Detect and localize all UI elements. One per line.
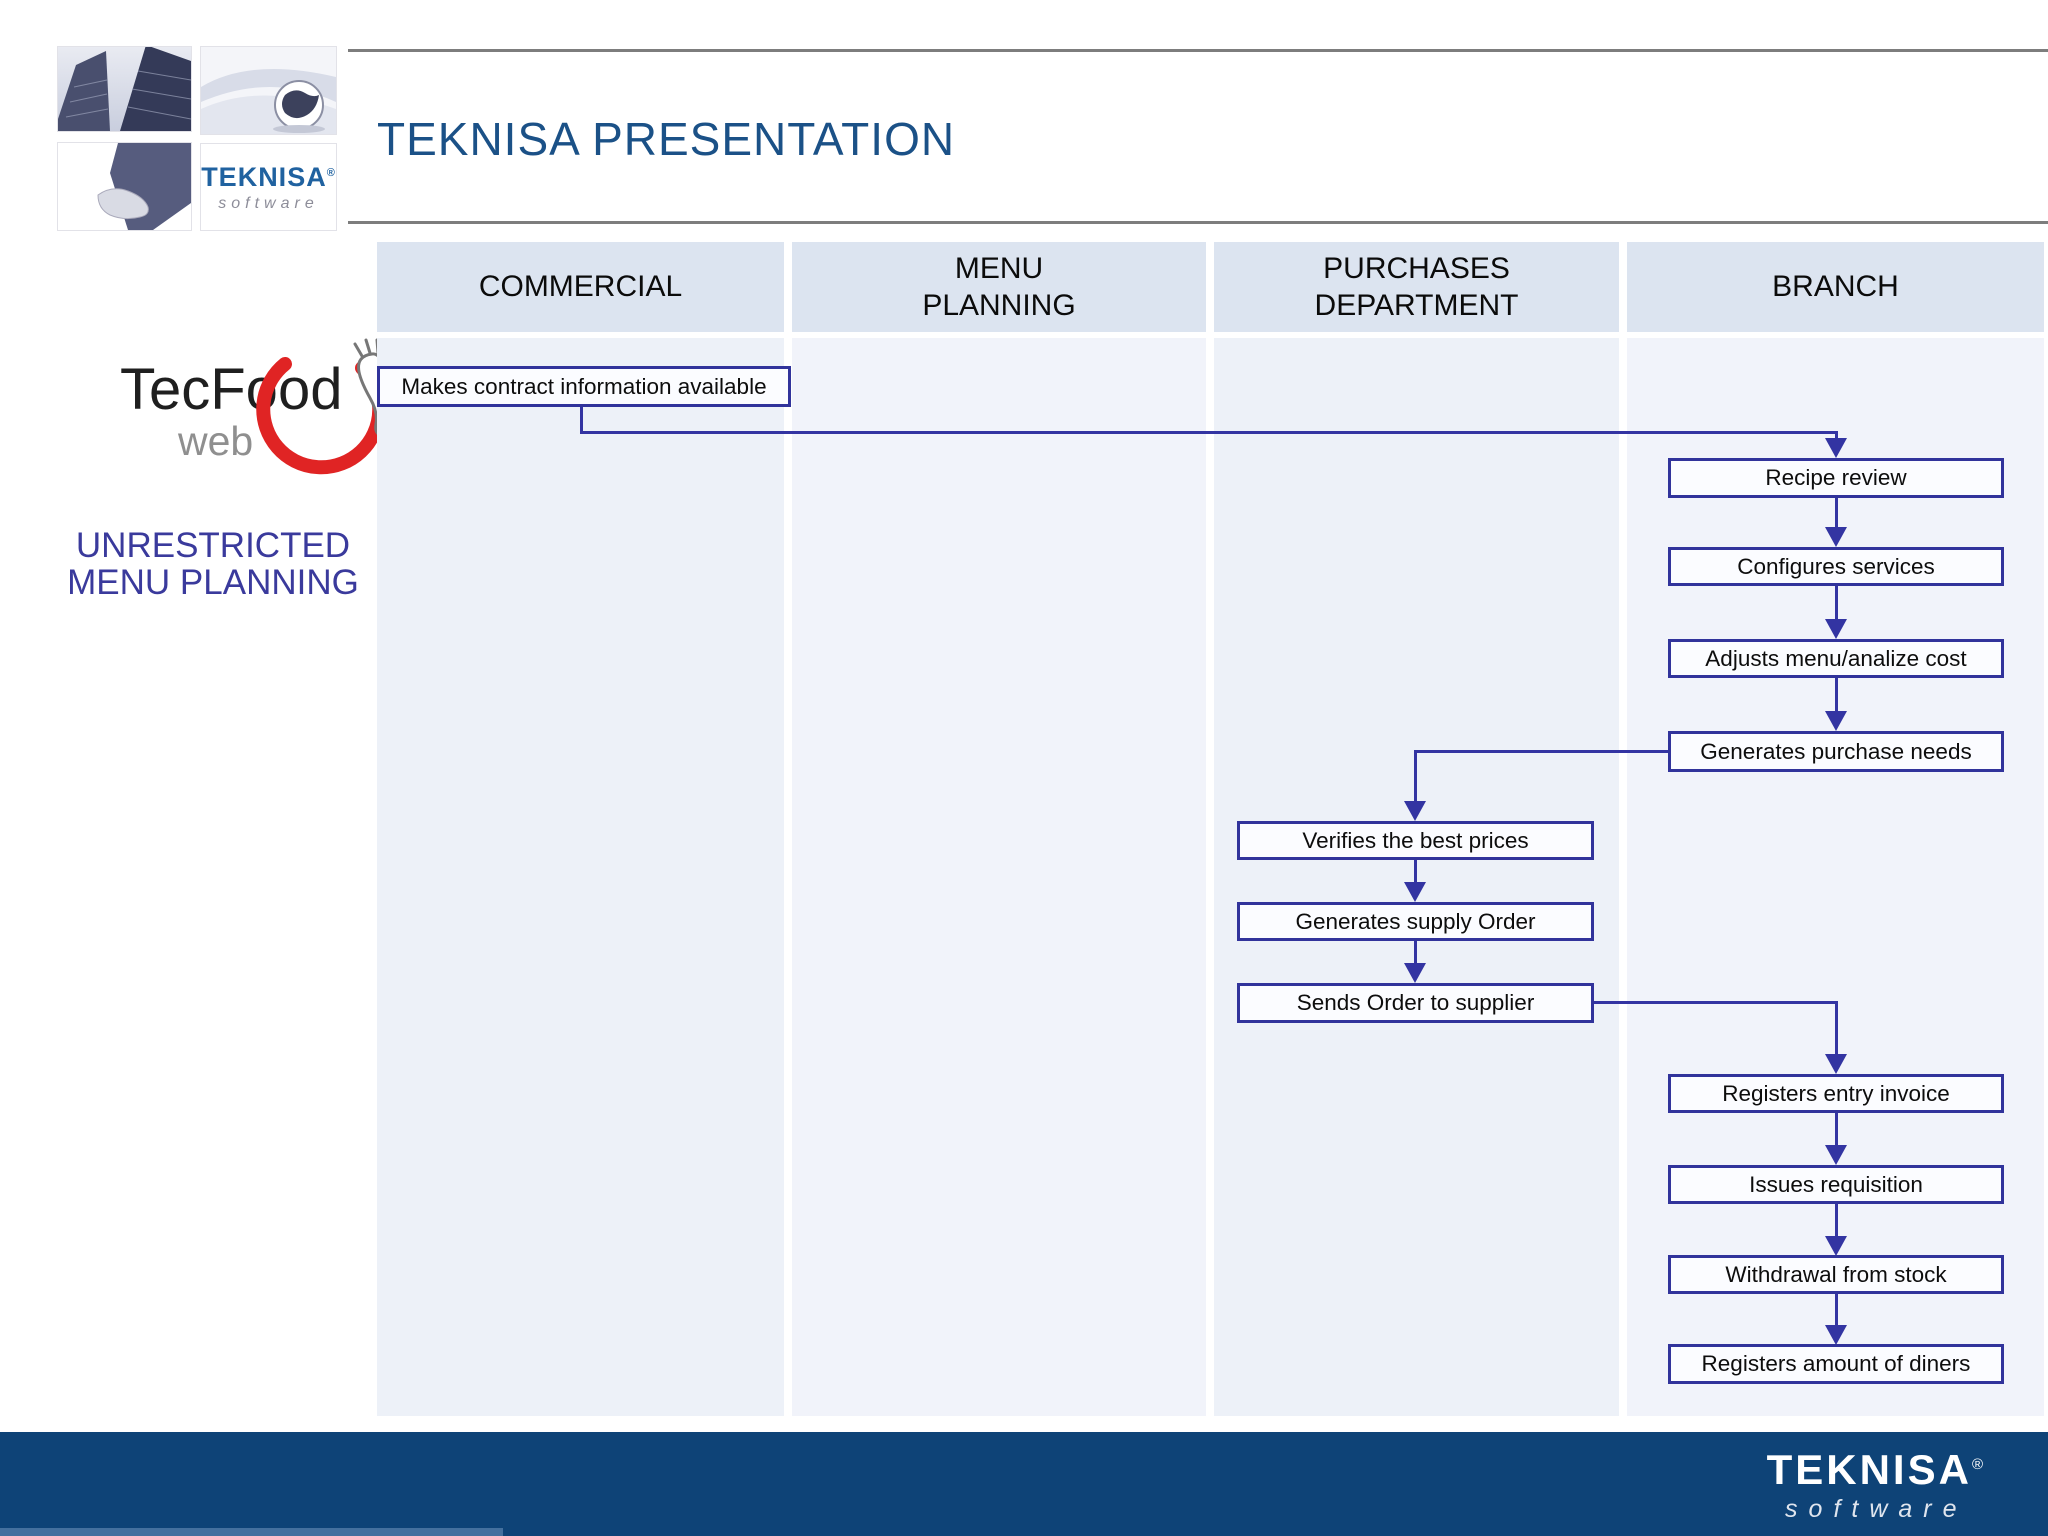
- flow-node-withdrawal-stock: Withdrawal from stock: [1668, 1255, 2004, 1294]
- connector-line: [1835, 678, 1838, 711]
- lane-header-label: BRANCH: [1772, 270, 1899, 304]
- flow-node-generates-supply: Generates supply Order: [1237, 902, 1594, 941]
- flow-node-generates-needs: Generates purchase needs: [1668, 731, 2004, 772]
- arrow-down-icon: [1825, 711, 1847, 731]
- page-title: TEKNISA PRESENTATION: [377, 113, 956, 165]
- footer-logo-name: TEKNISA: [1766, 1446, 1972, 1493]
- connector-line: [1835, 1294, 1838, 1325]
- teknisa-footer-logo: TEKNISA® software: [1767, 1446, 1986, 1524]
- connector-line: [1414, 860, 1417, 882]
- footer-bar: [0, 1432, 2048, 1536]
- lane-body-menu-planning: [792, 338, 1206, 1416]
- teknisa-logo-name: TEKNISA: [201, 161, 327, 192]
- lane-header-commercial: COMMERCIAL: [377, 242, 784, 332]
- flow-node-configures-services: Configures services: [1668, 547, 2004, 586]
- footer-logo-tagline: software: [1785, 1495, 1968, 1523]
- lane-header-purchases-department: PURCHASES DEPARTMENT: [1214, 242, 1619, 332]
- registered-mark: ®: [1971, 1456, 1986, 1473]
- connector-line: [1835, 1001, 1838, 1054]
- arrow-down-icon: [1825, 1236, 1847, 1256]
- arrow-down-icon: [1825, 1145, 1847, 1165]
- connector-line: [1835, 1204, 1838, 1236]
- arrow-down-icon: [1825, 1054, 1847, 1074]
- title-underline-rule: [348, 221, 2048, 224]
- registered-mark: ®: [326, 166, 336, 179]
- flow-node-registers-diners: Registers amount of diners: [1668, 1344, 2004, 1384]
- footer-accent-strip: [0, 1528, 503, 1536]
- flow-node-recipe-review: Recipe review: [1668, 458, 2004, 498]
- arrow-down-icon: [1404, 801, 1426, 821]
- arrow-down-icon: [1825, 438, 1847, 458]
- arrow-down-icon: [1404, 882, 1426, 902]
- connector-line: [1835, 431, 1838, 439]
- connector-line: [580, 431, 1838, 434]
- connector-line: [1592, 1001, 1838, 1004]
- flow-node-issues-requisition: Issues requisition: [1668, 1165, 2004, 1204]
- tecfood-web: web: [178, 418, 254, 464]
- connector-line: [1414, 750, 1668, 753]
- arrow-down-icon: [1404, 963, 1426, 983]
- lane-header-menu-planning: MENU PLANNING: [792, 242, 1206, 332]
- globe-photo: [200, 46, 337, 135]
- lane-body-commercial: [377, 338, 784, 1416]
- lane-header-label: COMMERCIAL: [478, 270, 683, 304]
- connector-line: [1835, 586, 1838, 619]
- connector-line: [580, 406, 583, 433]
- teknisa-header-logo: TEKNISA® software: [200, 143, 337, 231]
- lane-header-label: MENU PLANNING: [922, 251, 1076, 323]
- connector-line: [1835, 497, 1838, 527]
- connector-line: [1414, 750, 1417, 801]
- flow-node-sends-order: Sends Order to supplier: [1237, 983, 1594, 1023]
- flow-node-verifies-prices: Verifies the best prices: [1237, 821, 1594, 860]
- tecfood-logo: TecFood web: [80, 338, 410, 488]
- arrow-down-icon: [1825, 1325, 1847, 1345]
- lane-header-branch: BRANCH: [1627, 242, 2044, 332]
- teknisa-logo-tagline: software: [218, 194, 319, 212]
- flow-node-makes-contract: Makes contract information available: [377, 366, 791, 407]
- connector-line: [1414, 941, 1417, 963]
- left-caption: UNRESTRICTED MENU PLANNING: [67, 526, 359, 602]
- tecfood-name: TecFood: [120, 357, 343, 422]
- lane-header-label: PURCHASES DEPARTMENT: [1314, 251, 1519, 323]
- flow-node-registers-invoice: Registers entry invoice: [1668, 1074, 2004, 1113]
- flow-node-adjusts-menu: Adjusts menu/analize cost: [1668, 639, 2004, 678]
- top-rule: [348, 49, 2048, 52]
- handshake-photo: [57, 142, 192, 231]
- connector-line: [1835, 1112, 1838, 1145]
- building-photo: [57, 46, 192, 132]
- arrow-down-icon: [1825, 527, 1847, 547]
- arrow-down-icon: [1825, 619, 1847, 639]
